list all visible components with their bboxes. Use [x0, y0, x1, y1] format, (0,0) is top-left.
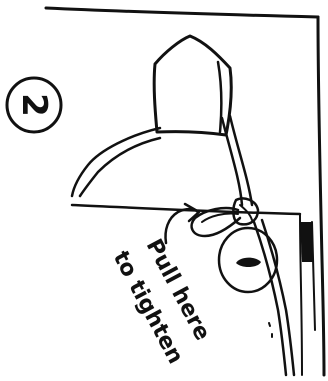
- pull-arrow: [166, 209, 199, 243]
- panel-slot-outline: [312, 222, 315, 330]
- panel-slot: [300, 222, 313, 262]
- cord-curve-inner: [80, 138, 160, 196]
- cord-tail-right: [262, 220, 294, 375]
- cord-lock-hole: [236, 258, 261, 267]
- step-number: 2: [14, 93, 54, 117]
- cord-curve-outer: [72, 128, 160, 196]
- panel-right-edge: [318, 17, 324, 375]
- panel-top-edge: [46, 8, 318, 17]
- toggle-cap-edge: [218, 62, 221, 132]
- pull-arrow-head: [185, 204, 199, 221]
- cord-strand-left: [222, 118, 242, 205]
- stitch-mark-1: [269, 323, 270, 326]
